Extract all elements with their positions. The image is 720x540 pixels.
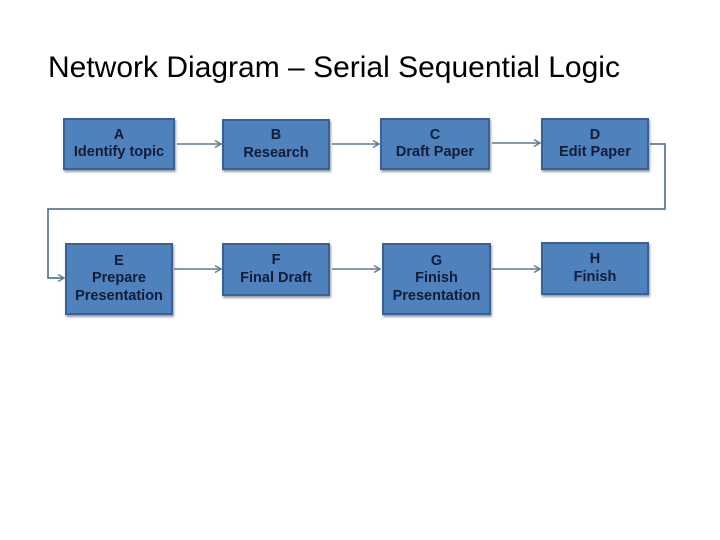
- node-letter: D: [589, 126, 601, 143]
- node-d: D Edit Paper: [541, 118, 649, 170]
- node-label: Finish: [573, 268, 617, 285]
- node-letter: C: [429, 126, 441, 143]
- node-g: G Finish Presentation: [382, 243, 491, 315]
- node-letter: G: [430, 252, 443, 269]
- node-label: Prepare Presentation: [75, 270, 163, 304]
- node-h: H Finish: [541, 242, 649, 295]
- node-letter: A: [113, 126, 125, 143]
- node-a: A Identify topic: [63, 118, 175, 170]
- node-f: F Final Draft: [222, 243, 330, 296]
- node-letter: F: [271, 252, 281, 268]
- node-b: B Research: [222, 119, 330, 170]
- node-label: Draft Paper: [395, 144, 475, 160]
- node-label: Research: [243, 144, 309, 161]
- node-letter: H: [589, 251, 601, 267]
- node-letter: B: [270, 127, 282, 143]
- connector-d-e-loop: [47, 143, 666, 283]
- node-e: E Prepare Presentation: [65, 243, 173, 315]
- node-label: Edit Paper: [559, 144, 631, 160]
- node-c: C Draft Paper: [380, 118, 490, 170]
- node-letter: E: [114, 252, 124, 269]
- node-label: Identify topic: [73, 144, 165, 160]
- slide-title: Network Diagram – Serial Sequential Logi…: [48, 51, 620, 84]
- node-label: Final Draft: [240, 269, 312, 286]
- node-label: Finish Presentation: [392, 270, 481, 304]
